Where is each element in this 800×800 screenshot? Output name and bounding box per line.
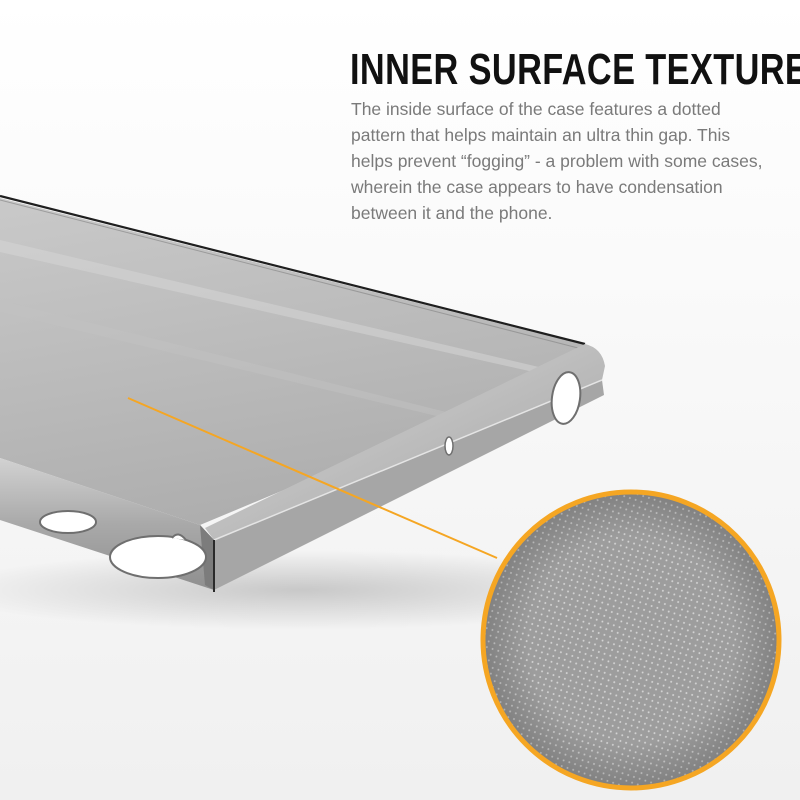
feature-description: The inside surface of the case features …: [351, 99, 763, 223]
feature-title: INNER SURFACE TEXTURE: [350, 45, 800, 94]
